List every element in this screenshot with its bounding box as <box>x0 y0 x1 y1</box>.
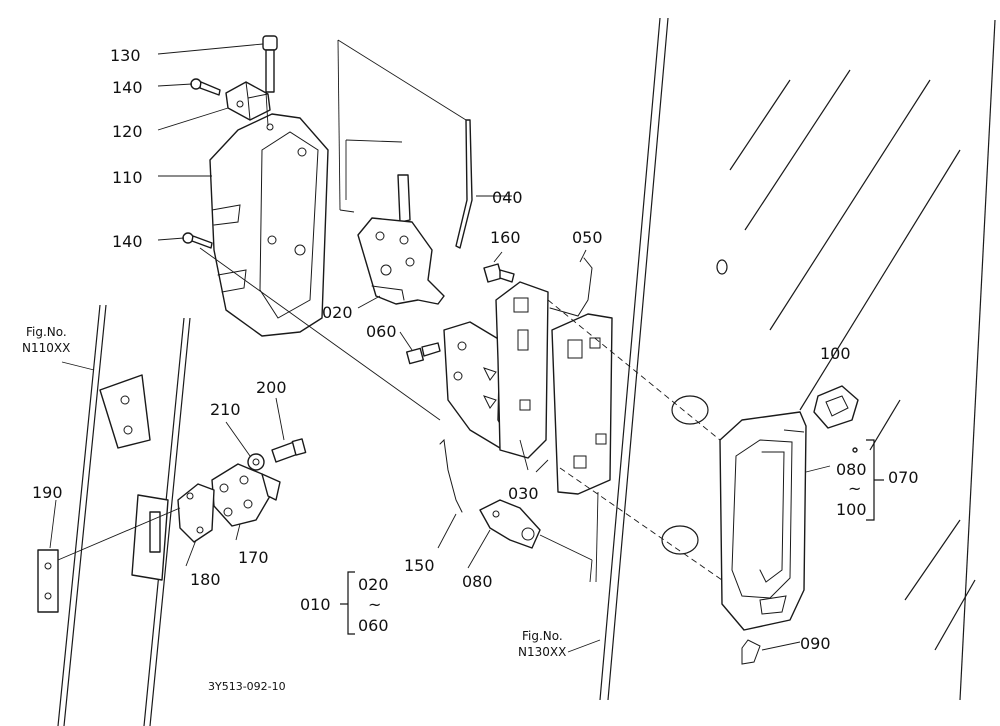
part-030-bracket <box>443 281 613 495</box>
label-020: 020 <box>322 303 353 322</box>
part-160-bolt <box>483 263 515 283</box>
assembly-lines <box>57 39 723 583</box>
fig-ref-1-number: N110XX <box>22 341 70 355</box>
part-060-bolt <box>405 342 441 365</box>
part-020-latch <box>357 174 445 305</box>
figure-reference-n130xx: Fig.No. N130XX <box>518 629 566 659</box>
label-210: 210 <box>210 400 241 419</box>
part-040-rod <box>455 119 473 249</box>
part-090-clip <box>741 639 761 665</box>
door-glass-panel <box>599 17 996 701</box>
label-190: 190 <box>32 483 63 502</box>
label-070: 070 <box>888 468 919 487</box>
label-150: 150 <box>404 556 435 575</box>
label-100-range-end: 100 <box>836 500 867 519</box>
part-100-pad <box>813 385 859 429</box>
handle-reference-dot <box>852 447 858 453</box>
figure-reference-n110xx: Fig.No. N110XX <box>22 325 70 355</box>
part-080-actuator <box>479 499 541 549</box>
label-060-range-end: 060 <box>358 616 389 635</box>
part-110-cover <box>209 113 329 337</box>
label-060: 060 <box>366 322 397 341</box>
label-range-tilde: ~ <box>848 479 861 498</box>
label-140-top: 140 <box>112 78 143 97</box>
label-110: 110 <box>112 168 143 187</box>
label-180: 180 <box>190 570 221 589</box>
label-120: 120 <box>112 122 143 141</box>
label-160: 160 <box>490 228 521 247</box>
part-170-plate <box>211 463 281 527</box>
leader-lines <box>49 43 831 653</box>
part-190-plate <box>37 549 59 613</box>
label-100-pad: 100 <box>820 344 851 363</box>
part-210-washer <box>247 453 265 471</box>
label-range-tilde-2: ~ <box>368 595 381 614</box>
frame-bracket <box>99 374 151 449</box>
part-130-bolt <box>262 35 278 93</box>
range-brackets <box>340 439 884 635</box>
part-200-bolt <box>271 438 307 463</box>
part-050-spring <box>549 257 593 317</box>
label-090: 090 <box>800 634 831 653</box>
part-140-screw-top <box>190 78 221 96</box>
label-040: 040 <box>492 188 523 207</box>
label-020-range-start: 020 <box>358 575 389 594</box>
fig-ref-2-title: Fig.No. <box>522 629 563 643</box>
striker-pin <box>149 511 161 553</box>
part-180-gasket <box>177 483 215 543</box>
label-050: 050 <box>572 228 603 247</box>
part-080-handle <box>719 411 858 631</box>
fig-ref-2-number: N130XX <box>518 645 566 659</box>
door-holes <box>661 395 709 555</box>
label-080-actuator: 080 <box>462 572 493 591</box>
label-170: 170 <box>238 548 269 567</box>
label-030: 030 <box>508 484 539 503</box>
part-labels: 130 140 120 110 140 040 020 160 050 060 … <box>32 46 919 653</box>
door-frame-left <box>57 304 191 726</box>
label-140-bottom: 140 <box>112 232 143 251</box>
label-080-range-start: 080 <box>836 460 867 479</box>
part-120-block <box>225 81 271 121</box>
label-010: 010 <box>300 595 331 614</box>
part-150-link <box>439 438 463 513</box>
glass-hole <box>716 259 728 275</box>
label-200: 200 <box>256 378 287 397</box>
label-130: 130 <box>110 46 141 65</box>
part-140-screw-bottom <box>182 232 213 249</box>
diagram-code: 3Y513-092-10 <box>208 680 286 693</box>
fig-ref-1-title: Fig.No. <box>26 325 67 339</box>
